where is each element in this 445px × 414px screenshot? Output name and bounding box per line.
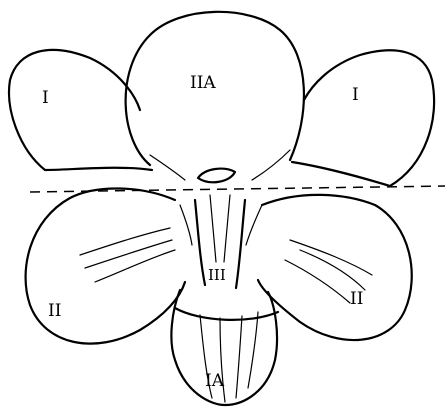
- label-left-upper-petal: I: [42, 88, 49, 108]
- label-lip: IA: [205, 371, 225, 391]
- label-right-lower-petal: II: [350, 289, 363, 309]
- column-tip-outline: [198, 169, 235, 183]
- lip-outline: [171, 290, 277, 405]
- lip-band-outline: [175, 308, 278, 320]
- label-dorsal-sepal: IIA: [190, 73, 216, 93]
- right-upper-petal-outline: [292, 50, 434, 186]
- label-right-upper-petal: I: [352, 85, 359, 105]
- label-column: III: [208, 266, 226, 284]
- label-left-lower-petal: II: [48, 301, 61, 321]
